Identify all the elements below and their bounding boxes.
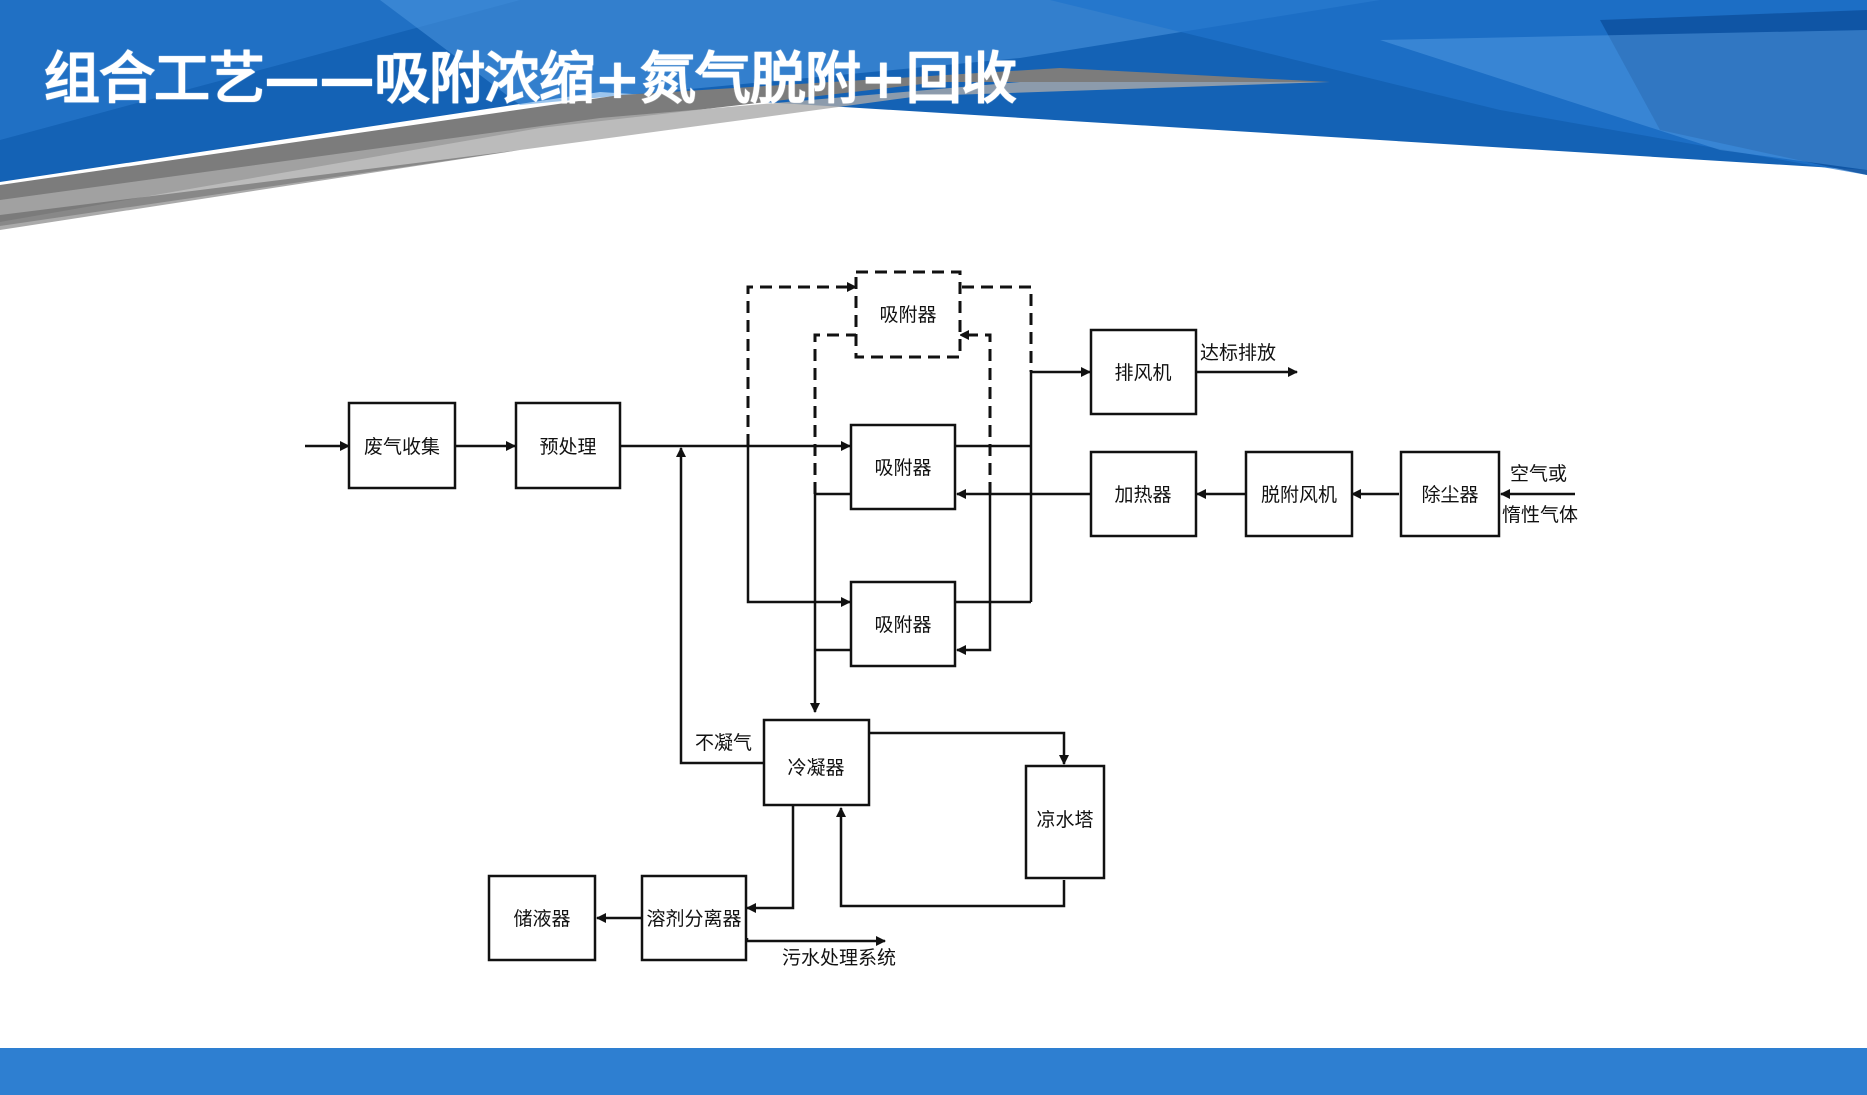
adsorber-standby-box [854,270,962,359]
waste-gas-collection-box [347,401,457,490]
node-label-pretreatment: 预处理 [539,436,596,458]
desorption-fan-box [1244,450,1354,538]
node-label-condenser: 冷凝器 [787,757,844,779]
node-label-adsorber-standby: 吸附器 [879,304,936,326]
node-label-adsorber-2: 吸附器 [874,614,931,636]
condenser-box [762,718,871,807]
exhaust-fan-box [1089,328,1198,416]
node-label-adsorber-1: 吸附器 [874,457,931,479]
node-label-waste-gas-collection: 废气收集 [364,436,440,458]
label-inert-gas: 惰性气体 [1502,504,1578,526]
flow-lines [305,367,1575,946]
node-label-cooling-tower: 凉水塔 [1036,809,1093,831]
label-emission: 达标排放 [1200,342,1276,364]
cooling-tower-box [1024,764,1106,880]
label-air-or: 空气或 [1510,463,1567,485]
node-label-liquid-storage: 储液器 [513,908,570,930]
adsorber-1-box [849,423,957,511]
label-wastewater: 污水处理系统 [782,947,896,969]
heater-box [1089,450,1198,538]
node-label-heater: 加热器 [1114,484,1171,506]
node-label-desorption-fan: 脱附风机 [1261,484,1337,506]
node-label-exhaust-fan: 排风机 [1114,362,1171,384]
footer-bar [0,1048,1867,1095]
solvent-separator-box [640,874,748,962]
slide-title: 组合工艺——吸附浓缩+氮气脱附+回收 [44,47,1017,112]
adsorber-2-box [849,580,957,668]
node-label-solvent-separator: 溶剂分离器 [646,908,741,930]
header-banner [0,0,1867,230]
liquid-storage-box [487,874,597,962]
node-label-dust-remover: 除尘器 [1421,484,1478,506]
standby-lines [746,282,1033,494]
label-noncondensable: 不凝气 [695,732,752,754]
dust-remover-box [1399,450,1501,538]
pretreatment-box [514,401,622,490]
